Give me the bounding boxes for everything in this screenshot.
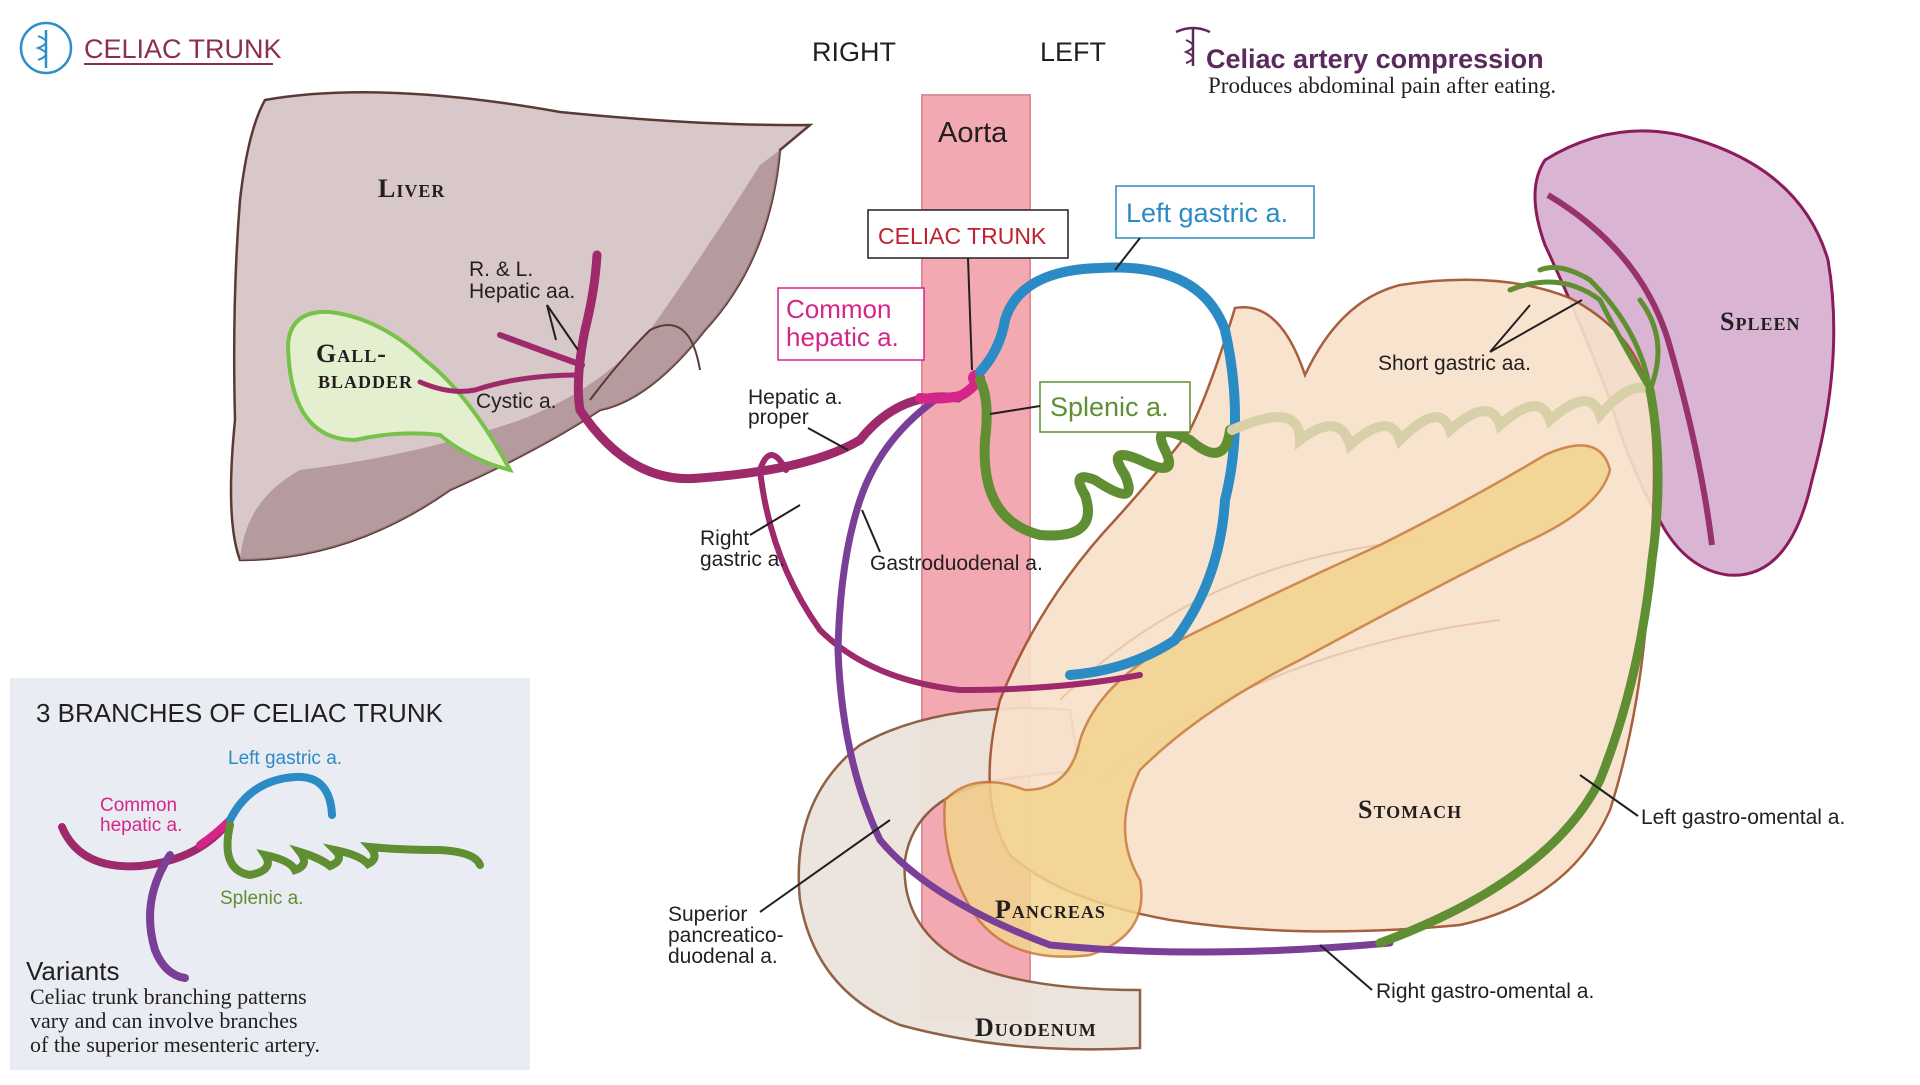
- gallbladder-label-2: bladder: [318, 365, 413, 394]
- right-gastric-artery: [756, 452, 1143, 694]
- left-gastric-artery: [975, 262, 1240, 680]
- branches-panel: [10, 678, 530, 1070]
- short-gastric-label: Short gastric aa.: [1378, 352, 1531, 375]
- sup-pd-label-1: Superior: [668, 903, 747, 926]
- right-gastric-label-1: Right: [700, 527, 749, 550]
- left-gastric-box: [1115, 185, 1315, 239]
- short-gastric-leader: [1489, 299, 1583, 353]
- panel-splenic-label: Splenic a.: [220, 888, 303, 909]
- sup-pd-leader: [759, 819, 891, 913]
- orientation-right: RIGHT: [812, 37, 896, 67]
- liver-label: Liver: [378, 174, 445, 203]
- sup-pd-label-2: pancreatico-: [668, 924, 784, 947]
- stomach-label: Stomach: [1358, 795, 1462, 824]
- rl-hepatic-label-2: Hepatic aa.: [469, 280, 575, 303]
- liver-shadow: [240, 150, 780, 560]
- panel-title: 3 BRANCHES OF CELIAC TRUNK: [36, 698, 444, 728]
- celiac-trunk-label: CELIAC TRUNK: [878, 223, 1047, 249]
- sup-pd-label-3: duodenal a.: [668, 945, 778, 968]
- hepatic-artery-proper: [573, 250, 963, 484]
- right-gastric-leader: [749, 504, 801, 536]
- common-hepatic-label-1: Common: [786, 294, 891, 324]
- left-gastric-label: Left gastric a.: [1126, 198, 1288, 228]
- right-gastric-label-2: gastric a.: [700, 548, 785, 571]
- gallbladder: [285, 309, 514, 474]
- splenic-box: [1039, 381, 1191, 433]
- duodenum: [797, 706, 1142, 1051]
- common-hepatic-box: [777, 287, 925, 361]
- spleen-label: Spleen: [1720, 307, 1800, 336]
- right-gastro-omental-leader: [1319, 944, 1373, 991]
- clinical-title: Celiac artery compression: [1206, 44, 1544, 74]
- panel-gdu-line: [146, 851, 189, 982]
- panel-left-gastric-label: Left gastric a.: [228, 748, 342, 769]
- variants-text-3: of the superior mesenteric artery.: [30, 1032, 320, 1057]
- panel-common-hepatic-label-1: Common: [100, 795, 177, 816]
- left-gastro-omental-artery: [1375, 385, 1663, 948]
- left-gastro-omental-leader: [1579, 774, 1639, 817]
- duodenum-label: Duodenum: [975, 1013, 1097, 1042]
- right-gastro-omental-label: Right gastro-omental a.: [1376, 980, 1594, 1003]
- spleen-hilum: [1546, 192, 1715, 546]
- splenic-leader: [989, 405, 1041, 415]
- splenic-artery-distal: [1227, 382, 1655, 454]
- panel-common-hepatic-label-2: hepatic a.: [100, 815, 182, 836]
- left-hepatic-artery: [497, 332, 585, 368]
- gastroduodenal-leader: [861, 509, 881, 553]
- panel-left-gastric-line: [226, 772, 336, 824]
- orientation-left: LEFT: [1040, 37, 1106, 67]
- common-hepatic-label-2: hepatic a.: [786, 322, 899, 352]
- variants-text-1: Celiac trunk branching patterns: [30, 984, 307, 1009]
- aorta-label: Aorta: [938, 117, 1008, 149]
- caduceus-icon: [1175, 26, 1211, 66]
- gastroduodenal-label: Gastroduodenal a.: [870, 552, 1043, 575]
- pancreas-label: Pancreas: [995, 895, 1106, 924]
- short-gastric-arteries: [1507, 265, 1661, 393]
- left-gastro-omental-label: Left gastro-omental a.: [1641, 806, 1845, 829]
- cystic-artery: [417, 372, 581, 394]
- celiac-trunk-leader: [967, 257, 973, 371]
- hepatic-proper-label-1: Hepatic a.: [748, 386, 843, 409]
- cystic-label: Cystic a.: [476, 390, 557, 413]
- page-title: CELIAC TRUNK: [84, 34, 282, 64]
- variants-title: Variants: [26, 956, 119, 986]
- gallbladder-label-1: Gall-: [316, 339, 387, 368]
- panel-splenic-line: [223, 821, 484, 880]
- hepatic-proper-label-2: proper: [748, 406, 809, 429]
- splenic-label: Splenic a.: [1050, 392, 1169, 422]
- left-gastric-leader: [1114, 237, 1141, 271]
- clinical-text: Produces abdominal pain after eating.: [1208, 73, 1556, 98]
- variants-text-2: vary and can involve branches: [30, 1008, 298, 1033]
- gastroduodenal-artery: [834, 396, 1394, 956]
- splenic-artery: [975, 375, 1235, 541]
- hepatic-proper-leader: [807, 427, 849, 451]
- rl-hepatic-leader: [546, 304, 579, 351]
- rl-hepatic-label-1: R. & L.: [469, 258, 533, 281]
- logo-icon: [19, 21, 73, 75]
- liver-fissure: [589, 324, 701, 401]
